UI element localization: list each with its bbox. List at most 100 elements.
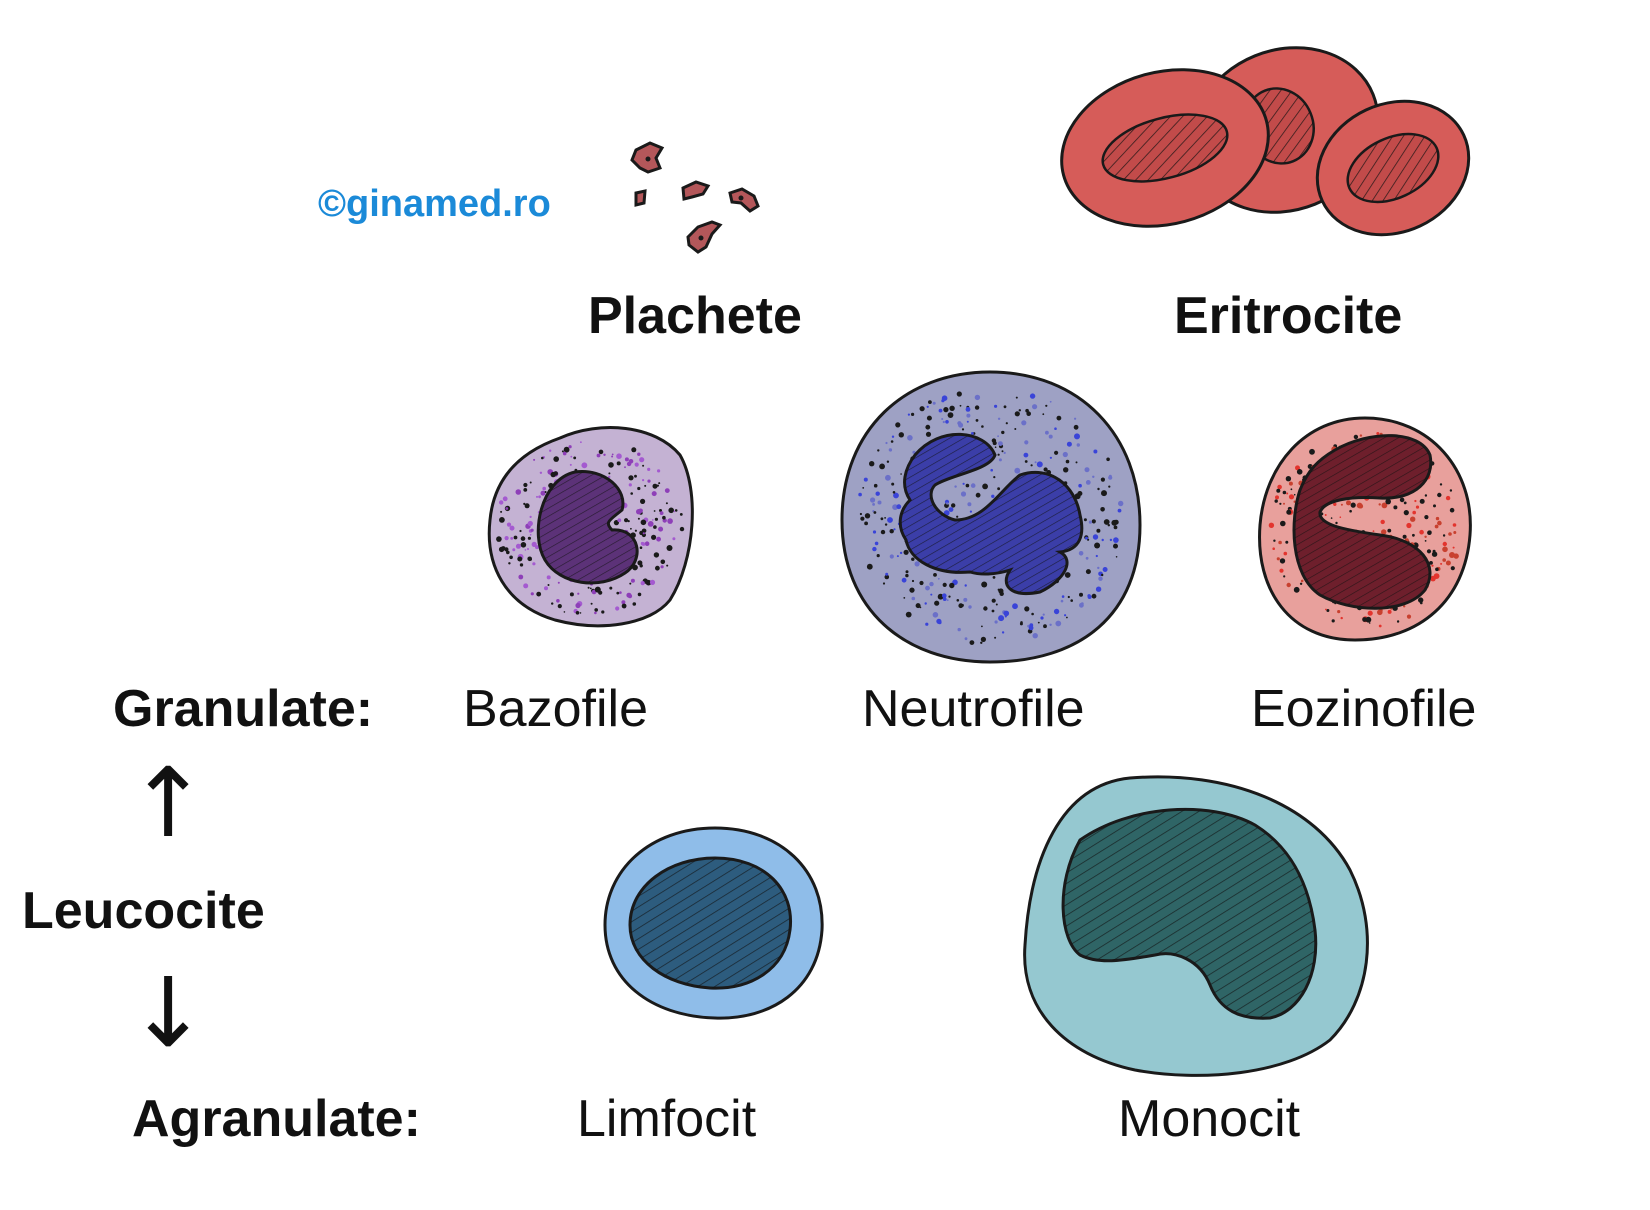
granule bbox=[901, 577, 907, 583]
granule bbox=[523, 583, 529, 589]
granule bbox=[907, 435, 913, 441]
granule bbox=[530, 592, 534, 596]
granule bbox=[529, 481, 532, 484]
granule bbox=[1426, 549, 1432, 554]
granule bbox=[1095, 586, 1102, 592]
granule bbox=[1279, 568, 1284, 573]
granule bbox=[1442, 541, 1448, 547]
granule bbox=[1024, 606, 1030, 612]
granule bbox=[531, 541, 537, 548]
granule bbox=[512, 548, 516, 552]
granule bbox=[887, 517, 893, 523]
monocyte-illustration bbox=[1023, 775, 1369, 1077]
granule bbox=[621, 600, 626, 605]
granule bbox=[630, 492, 633, 495]
granule bbox=[863, 477, 868, 482]
leucocite-label: Leucocite bbox=[22, 882, 265, 940]
granule bbox=[1350, 502, 1356, 508]
granule bbox=[542, 486, 546, 491]
granule bbox=[864, 513, 871, 519]
granule bbox=[639, 457, 645, 463]
granule bbox=[997, 435, 999, 438]
granule bbox=[949, 582, 955, 589]
granule bbox=[598, 449, 604, 455]
granule bbox=[860, 516, 865, 521]
granule bbox=[506, 550, 510, 555]
granule bbox=[637, 592, 642, 597]
granule bbox=[1083, 518, 1087, 522]
granule bbox=[981, 625, 983, 628]
granule bbox=[954, 485, 957, 488]
granule bbox=[523, 488, 528, 492]
granule bbox=[524, 503, 530, 509]
granule bbox=[1063, 467, 1069, 473]
granule bbox=[924, 602, 927, 605]
granule bbox=[1290, 488, 1293, 491]
granule bbox=[1045, 404, 1048, 407]
granule bbox=[1067, 595, 1070, 599]
granule bbox=[1412, 533, 1415, 537]
granule bbox=[1095, 554, 1098, 558]
granule bbox=[1012, 603, 1018, 610]
granule bbox=[1435, 516, 1440, 521]
granule bbox=[864, 521, 868, 526]
granule bbox=[933, 573, 937, 577]
granule bbox=[1053, 608, 1060, 615]
granule bbox=[960, 603, 964, 607]
granule bbox=[1340, 503, 1343, 506]
granule bbox=[975, 419, 979, 422]
granule bbox=[998, 488, 1001, 490]
granule bbox=[1096, 528, 1101, 533]
granule bbox=[570, 455, 573, 458]
granule bbox=[1381, 502, 1388, 509]
eozinofile-label: Eozinofile bbox=[1251, 680, 1477, 738]
granule bbox=[573, 456, 577, 460]
granule bbox=[907, 413, 911, 416]
granule bbox=[963, 597, 968, 602]
granule bbox=[898, 432, 904, 438]
granule bbox=[1309, 448, 1315, 455]
granule bbox=[914, 561, 920, 567]
granule bbox=[889, 529, 894, 534]
granule bbox=[862, 487, 865, 489]
granule bbox=[1018, 409, 1021, 412]
erythrocytes-label: Eritrocite bbox=[1174, 287, 1403, 345]
granule bbox=[506, 522, 512, 527]
granule bbox=[590, 602, 593, 605]
granule bbox=[1106, 457, 1110, 462]
granule bbox=[980, 641, 983, 644]
granule bbox=[873, 511, 877, 514]
granule bbox=[1077, 491, 1083, 496]
granule bbox=[1440, 562, 1443, 565]
granule bbox=[679, 526, 685, 532]
granule bbox=[875, 491, 880, 496]
granule bbox=[975, 492, 981, 498]
granule bbox=[1432, 549, 1436, 553]
granule bbox=[891, 482, 895, 486]
granule bbox=[982, 483, 988, 490]
granule bbox=[1283, 575, 1286, 578]
limfocit-label: Limfocit bbox=[577, 1090, 757, 1148]
granule bbox=[1367, 610, 1373, 616]
granule bbox=[608, 472, 611, 475]
granule bbox=[1282, 490, 1287, 495]
granule bbox=[1415, 505, 1420, 509]
granule bbox=[1103, 519, 1110, 525]
granule bbox=[520, 536, 526, 541]
granule bbox=[1403, 509, 1409, 516]
granule bbox=[634, 529, 638, 532]
granule bbox=[994, 620, 998, 624]
granule bbox=[957, 627, 961, 632]
granule bbox=[569, 592, 574, 597]
granule bbox=[615, 606, 620, 611]
granule bbox=[964, 584, 967, 587]
granule bbox=[1300, 579, 1304, 583]
granule bbox=[640, 581, 645, 586]
granule bbox=[1084, 467, 1090, 473]
granule bbox=[1101, 490, 1107, 497]
granule bbox=[637, 452, 641, 456]
granule bbox=[539, 471, 543, 474]
granule bbox=[1387, 528, 1392, 533]
granule bbox=[628, 483, 632, 487]
